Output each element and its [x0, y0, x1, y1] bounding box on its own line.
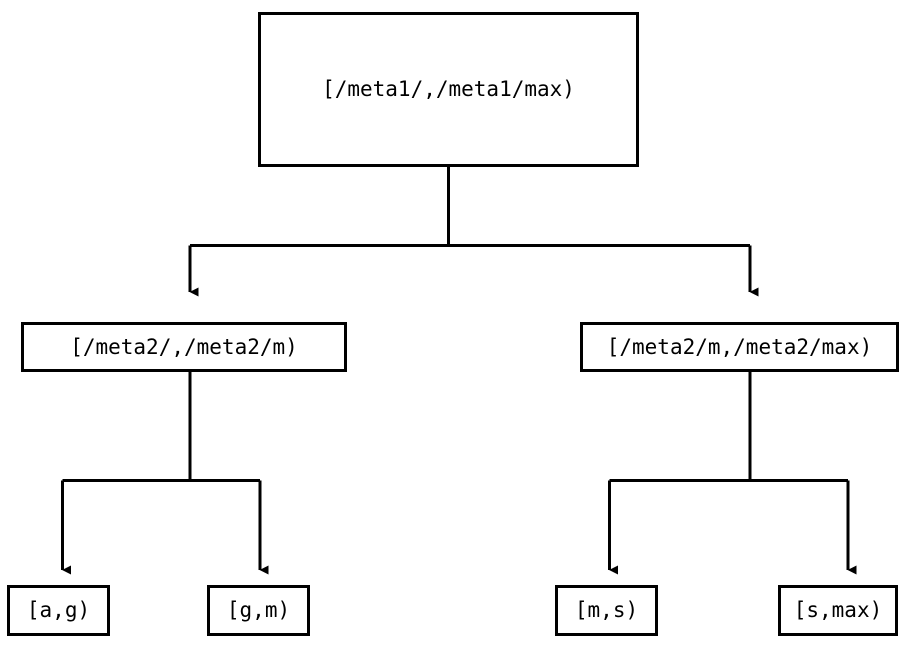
tree-node-leaf-2[interactable]: [m,s) — [555, 585, 658, 636]
tree-node-leaf-0[interactable]: [a,g) — [7, 585, 110, 636]
tree-node-mid-left[interactable]: [/meta2/,/meta2/m) — [21, 322, 347, 372]
tree-node-mid-right[interactable]: [/meta2/m,/meta2/max) — [580, 322, 899, 372]
tree-node-root[interactable]: [/meta1/,/meta1/max) — [258, 12, 639, 167]
tree-node-leaf-1-label: [g,m) — [226, 598, 291, 622]
tree-node-leaf-0-label: [a,g) — [26, 598, 91, 622]
tree-node-root-label: [/meta1/,/meta1/max) — [322, 77, 575, 101]
tree-node-leaf-3[interactable]: [s,max) — [778, 585, 898, 636]
tree-node-leaf-1[interactable]: [g,m) — [207, 585, 310, 636]
tree-node-mid-left-label: [/meta2/,/meta2/m) — [70, 334, 298, 359]
tree-node-leaf-3-label: [s,max) — [793, 598, 883, 622]
tree-node-mid-right-label: [/meta2/m,/meta2/max) — [606, 334, 873, 359]
tree-node-leaf-2-label: [m,s) — [574, 598, 639, 622]
